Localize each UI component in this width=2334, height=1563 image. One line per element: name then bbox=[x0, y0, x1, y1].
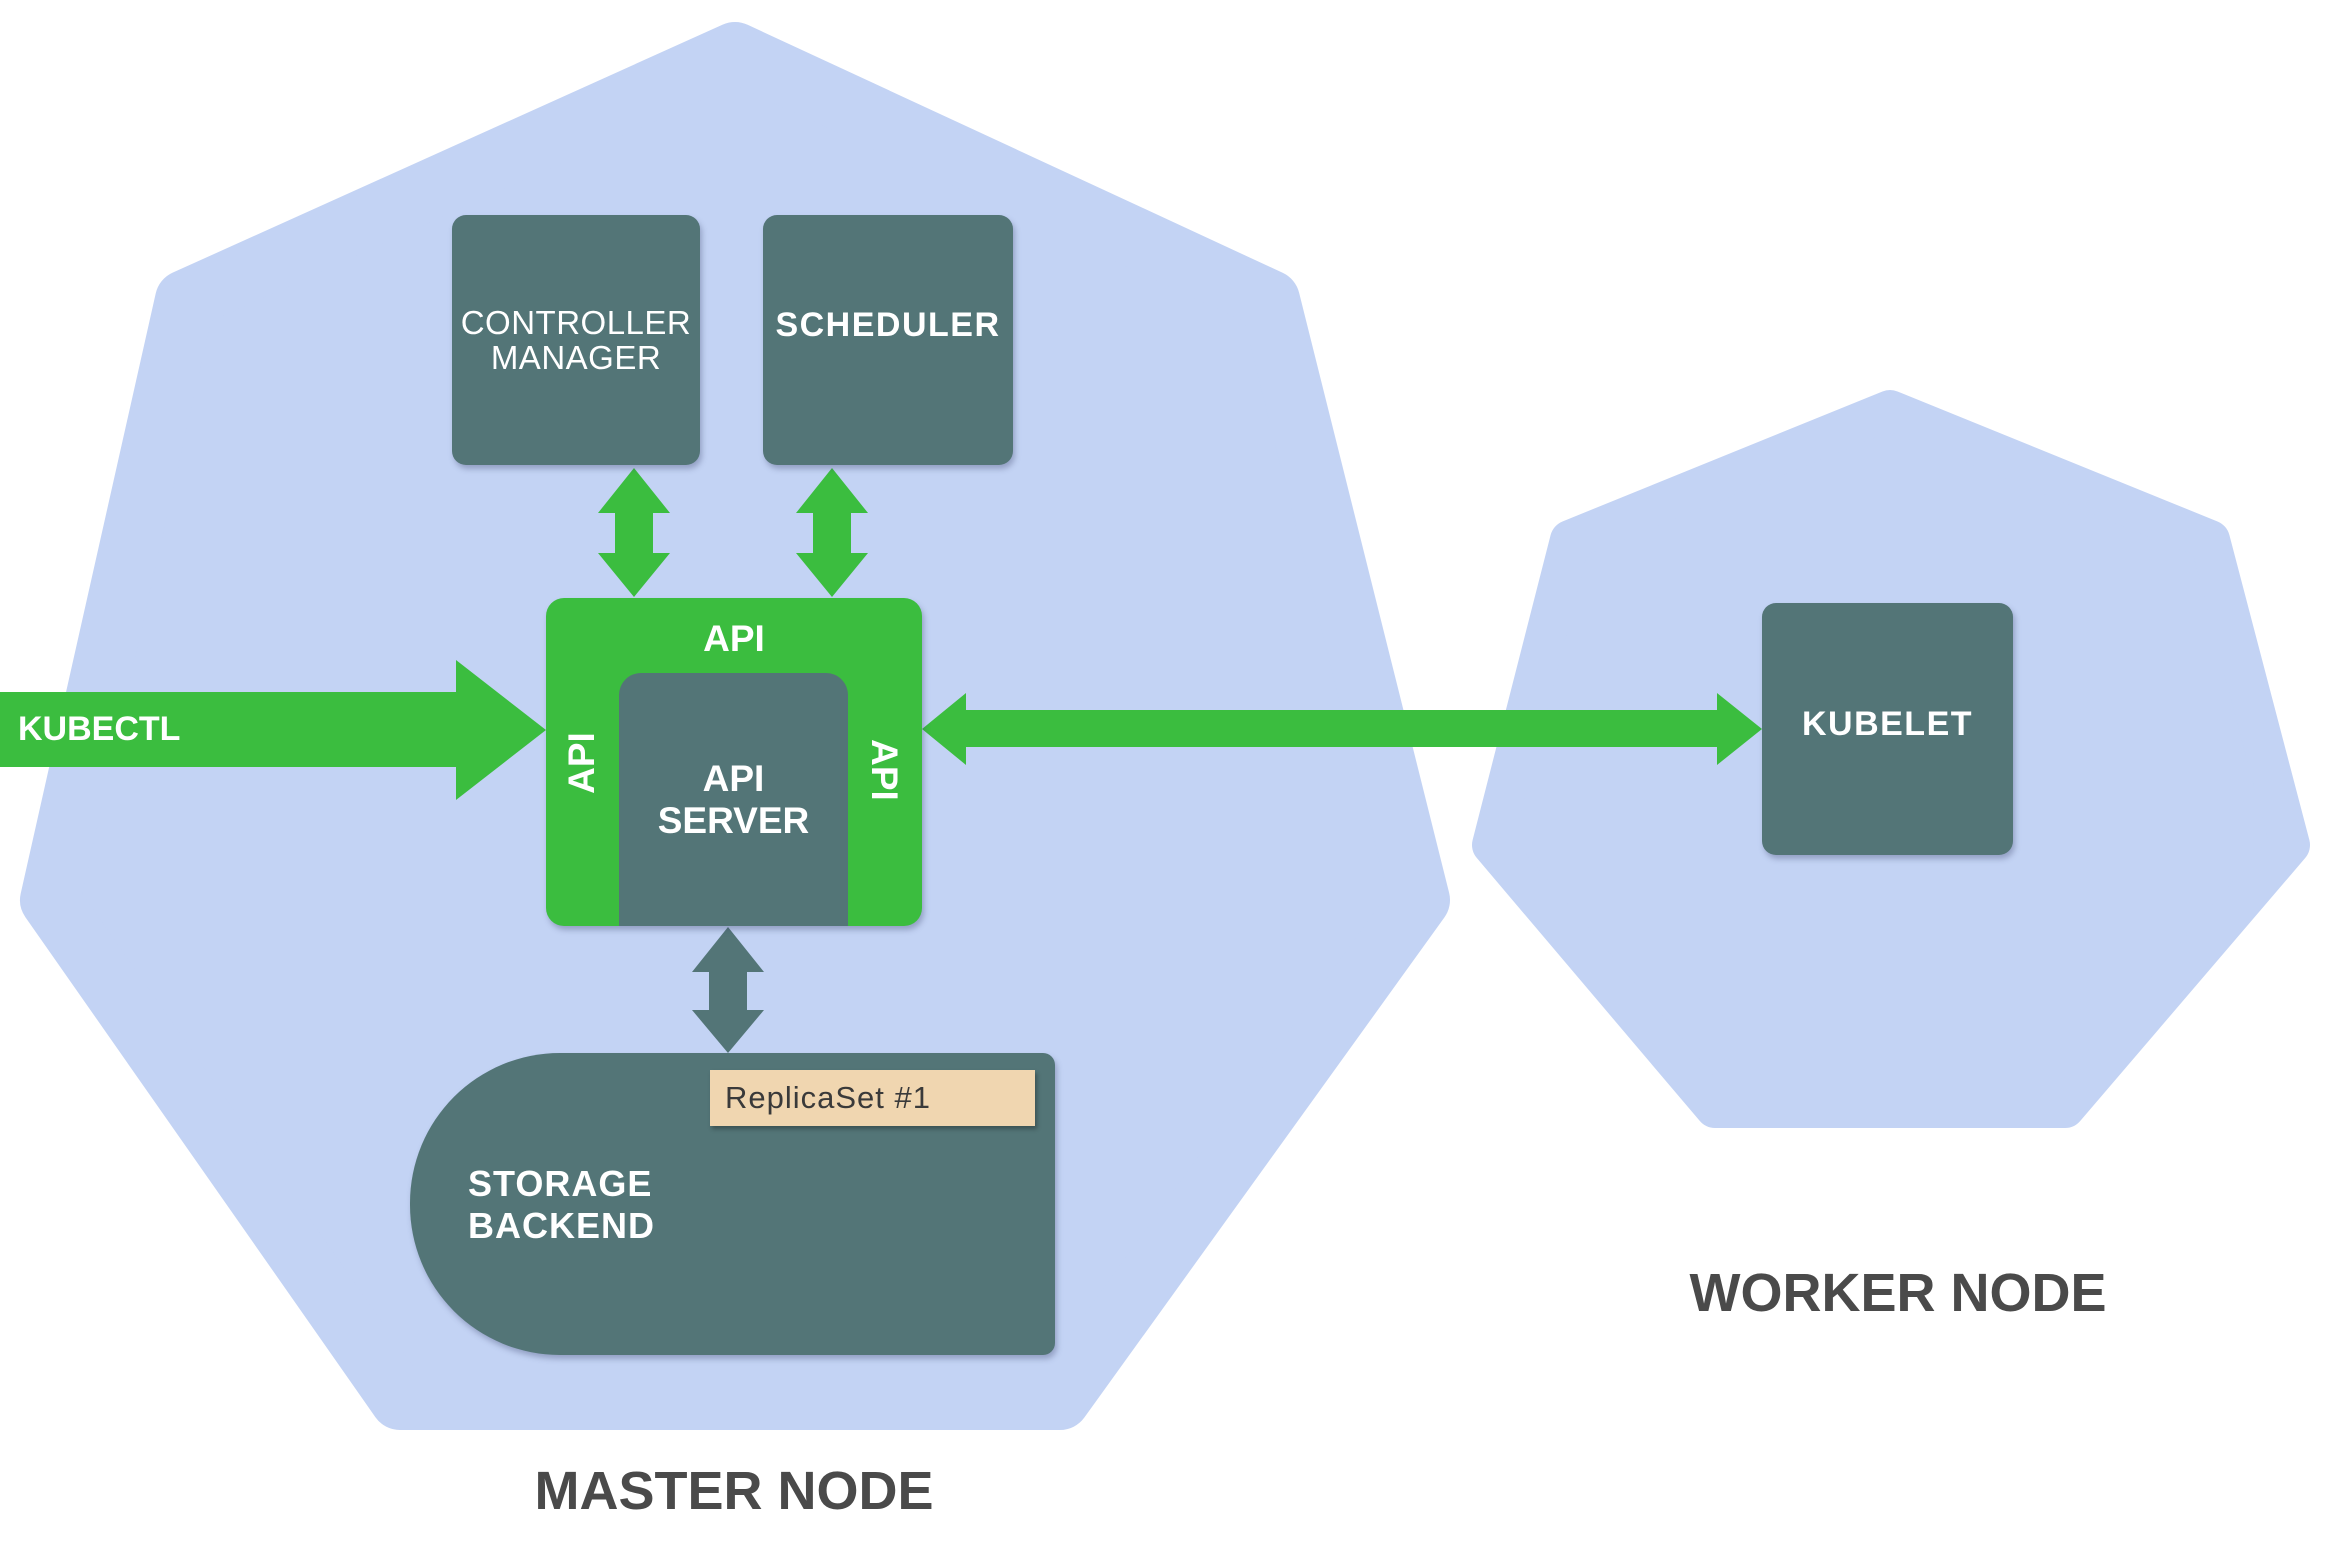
worker-node-title: WORKER NODE bbox=[1689, 1263, 2107, 1323]
master-node-title: MASTER NODE bbox=[534, 1461, 934, 1521]
api-frame[interactable]: API API API API SERVER bbox=[546, 598, 922, 926]
controller-manager-line2: MANAGER bbox=[490, 339, 662, 376]
controller-api-arrow bbox=[598, 468, 670, 597]
api-server-line1: API bbox=[702, 757, 765, 799]
api-kubelet-arrow bbox=[922, 693, 1762, 765]
kubelet-label: KUBELET bbox=[1801, 704, 1974, 743]
storage-backend-line1: STORAGE bbox=[468, 1163, 653, 1204]
api-label-top: API bbox=[703, 618, 765, 659]
scheduler-api-arrow bbox=[796, 468, 868, 597]
replicaset-tag[interactable]: ReplicaSet #1 bbox=[710, 1070, 1035, 1126]
scheduler-box[interactable]: SCHEDULER bbox=[763, 215, 1013, 465]
kubelet-box[interactable]: KUBELET bbox=[1762, 603, 2013, 855]
api-storage-arrow bbox=[692, 927, 764, 1053]
api-server-line2: SERVER bbox=[657, 799, 810, 841]
api-label-left: API bbox=[561, 732, 602, 794]
controller-manager-line1: CONTROLLER bbox=[460, 304, 692, 341]
storage-backend-box[interactable]: ReplicaSet #1 STORAGE BACKEND bbox=[410, 1053, 1055, 1355]
controller-manager-box[interactable]: CONTROLLER MANAGER bbox=[452, 215, 700, 465]
storage-backend-line2: BACKEND bbox=[468, 1205, 655, 1246]
api-server-box[interactable]: API SERVER bbox=[619, 673, 848, 926]
kubectl-arrow bbox=[0, 660, 546, 800]
kubectl-label: KUBECTL bbox=[18, 710, 181, 748]
scheduler-label: SCHEDULER bbox=[775, 305, 1001, 344]
api-label-right: API bbox=[864, 739, 905, 801]
storage-backend-label: STORAGE BACKEND bbox=[468, 1163, 655, 1247]
